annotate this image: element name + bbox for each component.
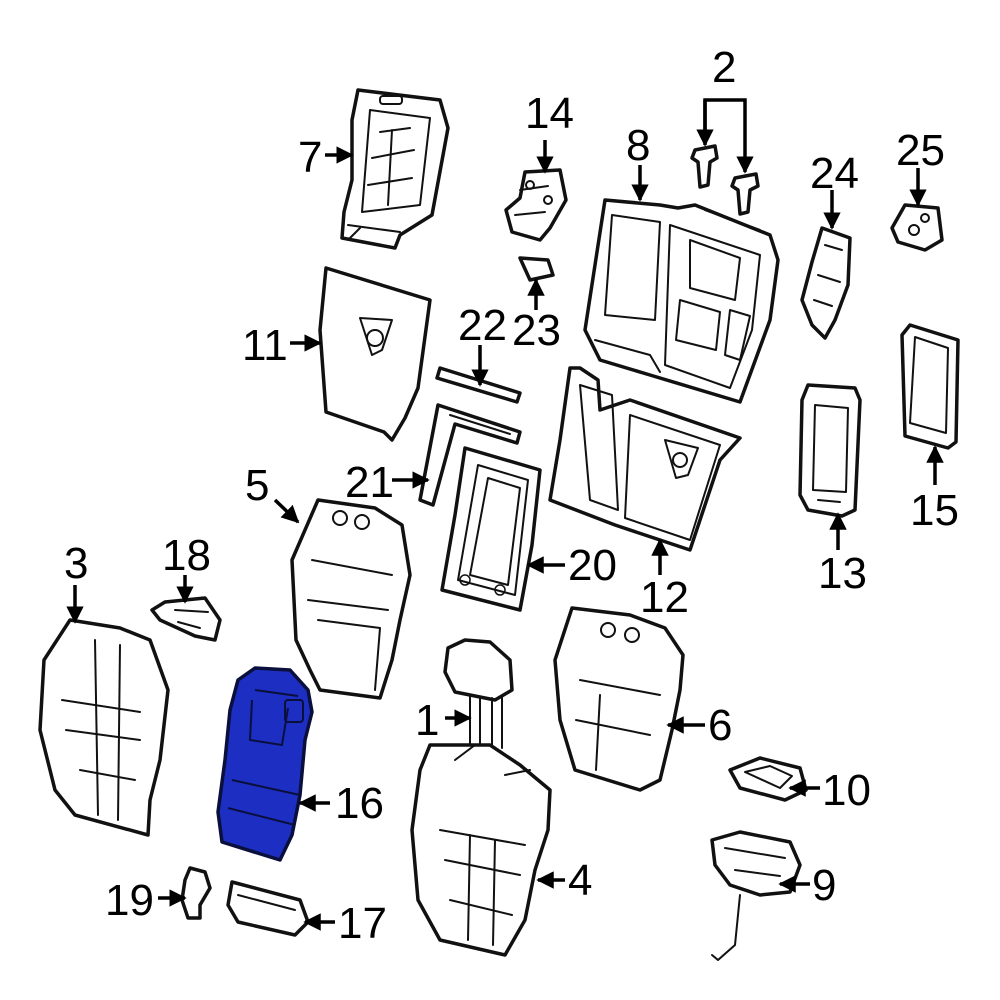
part-25-small-bracket[interactable] — [890, 203, 944, 252]
callout-25: 25 — [896, 126, 945, 175]
callout-21: 21 — [345, 458, 394, 507]
callout-4: 4 — [568, 856, 592, 905]
part-9-latch-assembly[interactable] — [710, 830, 802, 961]
part-13-armrest[interactable] — [798, 383, 862, 518]
callout-20: 20 — [568, 541, 617, 590]
callout-24: 24 — [810, 149, 859, 198]
callout-6: 6 — [708, 701, 732, 750]
callout-15: 15 — [910, 486, 959, 535]
callout-23: 23 — [512, 306, 561, 355]
callout-5: 5 — [245, 461, 269, 510]
part-12-rear-panel[interactable] — [548, 366, 742, 552]
callout-labels: 7 14 23 2 8 24 25 11 22 21 20 12 13 15 5… — [64, 43, 959, 948]
callout-11: 11 — [242, 321, 288, 370]
part-4-back-cover[interactable] — [410, 743, 552, 957]
part-19-clip[interactable] — [180, 866, 212, 920]
callout-13: 13 — [818, 549, 867, 598]
part-1-headrest[interactable] — [443, 638, 514, 755]
callout-14: 14 — [525, 89, 574, 138]
callout-19: 19 — [105, 876, 154, 925]
callout-10: 10 — [822, 766, 871, 815]
part-3-cushion-cover[interactable] — [38, 618, 170, 837]
part-10-latch-bezel[interactable] — [728, 756, 808, 802]
part-21-trim-frame[interactable] — [418, 403, 522, 507]
part-24-side-bracket[interactable] — [800, 226, 852, 340]
part-7-back-frame[interactable] — [340, 88, 450, 250]
callout-18: 18 — [162, 531, 211, 580]
part-18-bracket[interactable] — [150, 596, 222, 642]
callout-1: 1 — [415, 696, 439, 745]
leader-5 — [273, 498, 300, 524]
part-14-latch-cover[interactable] — [504, 168, 568, 242]
part-11-back-panel[interactable] — [318, 266, 432, 442]
part-20-passthrough[interactable] — [440, 446, 542, 612]
callout-8: 8 — [626, 121, 650, 170]
leader-lines — [66, 98, 944, 931]
callout-7: 7 — [298, 133, 322, 182]
part-17-trim[interactable] — [226, 880, 310, 937]
callout-9: 9 — [812, 861, 836, 910]
part-6-back-cover[interactable] — [553, 606, 685, 792]
callout-22: 22 — [458, 301, 507, 350]
callout-17: 17 — [338, 899, 387, 948]
part-5-back-cover[interactable] — [290, 498, 412, 700]
part-16-highlighted-back[interactable] — [216, 666, 314, 862]
part-8-main-frame[interactable] — [583, 198, 780, 404]
callout-12: 12 — [640, 573, 689, 622]
callout-2: 2 — [712, 43, 736, 92]
part-23-clip[interactable] — [518, 256, 555, 282]
part-2-pins[interactable] — [690, 144, 760, 216]
callout-3: 3 — [64, 539, 88, 588]
callout-16: 16 — [335, 779, 384, 828]
part-15-trim-ring[interactable] — [900, 323, 960, 450]
